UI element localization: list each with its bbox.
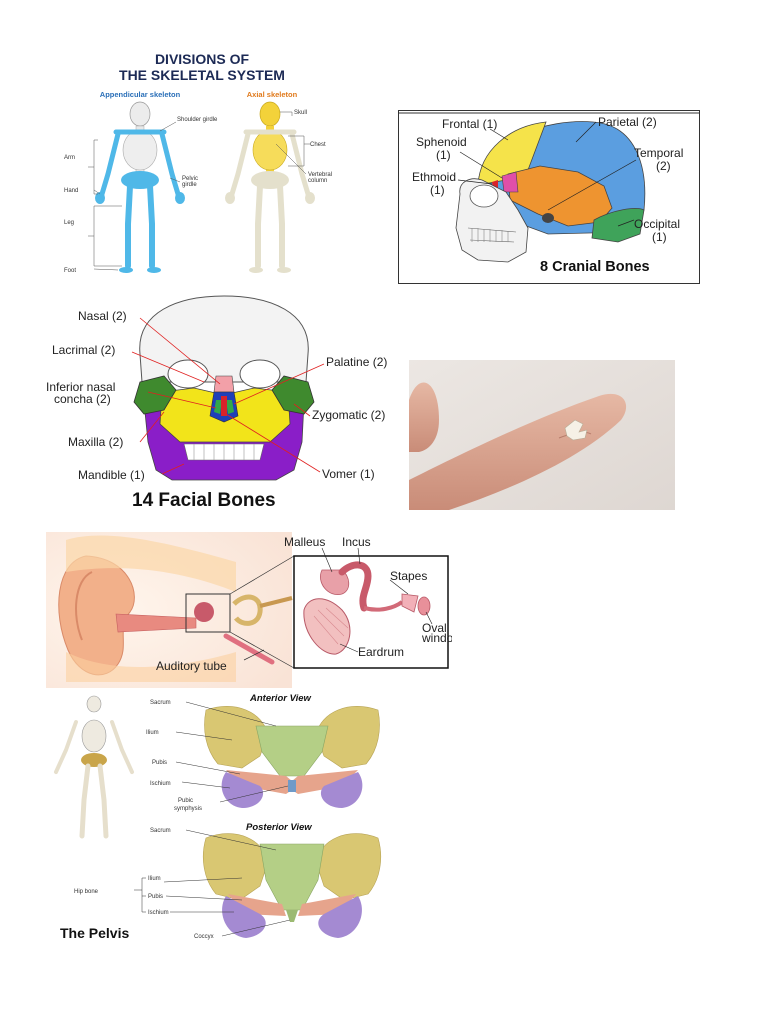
posterior-ischium-label: Ischium [148, 910, 169, 916]
skull-label: Skull [294, 110, 307, 116]
divisions-panel: DIVISIONS OF THE SKELETAL SYSTEM Appendi… [48, 44, 358, 280]
temporal-label-1: Temporal [634, 146, 683, 160]
maxilla-label: Maxilla (2) [68, 435, 123, 449]
pelvic-girdle-label-1: Pelvic [182, 176, 198, 182]
inferior-nasal-label-1: Inferior nasal [46, 380, 115, 394]
sphenoid-label-2: (1) [436, 148, 451, 162]
hand-label: Hand [64, 188, 78, 194]
pubic-symphysis-label-2: symphysis [174, 806, 202, 812]
palatine-label: Palatine (2) [326, 355, 387, 369]
ethmoid-label-1: Ethmoid [412, 170, 456, 184]
axial-heading: Axial skeleton [247, 90, 298, 99]
cranial-diagram: Frontal (1) Parietal (2) Sphenoid (1) Te… [398, 110, 700, 284]
leg-label: Leg [64, 220, 74, 226]
finger-photo [409, 360, 675, 510]
coccyx-label: Coccyx [194, 934, 214, 940]
anterior-leader-lines [175, 701, 289, 803]
divisions-title-line2: THE SKELETAL SYSTEM [119, 67, 285, 83]
ossicles-inset: Malleus Incus Stapes Oval window Eardrum [284, 535, 452, 669]
appendicular-labels [88, 121, 181, 271]
eardrum-label: Eardrum [358, 645, 404, 659]
zygomatic-label: Zygomatic (2) [312, 408, 385, 422]
facial-diagram: Nasal (2) Lacrimal (2) Inferior nasal co… [46, 295, 387, 511]
anterior-pubis-label: Pubis [152, 760, 167, 766]
anterior-sacrum-label: Sacrum [150, 700, 171, 706]
vertebral-label-2: column [308, 178, 327, 184]
shoulder-girdle-label: Shoulder girdle [177, 117, 218, 123]
ear-zoom-lines [229, 555, 295, 669]
pelvis-skeleton [54, 695, 134, 839]
vertebral-label-1: Vertebral [308, 172, 332, 178]
axial-skeleton [225, 101, 315, 273]
mandible-label: Mandible (1) [78, 468, 145, 482]
anterior-pelvis [204, 706, 380, 808]
stapes-label: Stapes [390, 569, 427, 583]
cranial-skull [455, 121, 646, 263]
ear-diagram: Auditory tube Malleus Incus Stapes Oval … [46, 532, 452, 688]
facial-leader-lines [131, 317, 325, 475]
ear-ossicle [564, 419, 588, 441]
posterior-pubis-label: Pubis [148, 894, 163, 900]
pelvis-panel: Anterior View Sacrum Ilium Pubis Ischium… [46, 690, 390, 946]
appendicular-heading: Appendicular skeleton [100, 90, 181, 99]
nasal-label: Nasal (2) [78, 309, 127, 323]
occipital-label-2: (1) [652, 230, 667, 244]
sphenoid-label-1: Sphenoid [416, 135, 467, 149]
incus-label: Incus [342, 535, 371, 549]
posterior-view-title: Posterior View [246, 822, 312, 833]
hip-bone-label: Hip bone [74, 889, 99, 895]
outer-ear [58, 535, 293, 682]
ethmoid-label-2: (1) [430, 183, 445, 197]
finger-illustration [409, 360, 675, 510]
frontal-label: Frontal (1) [442, 117, 497, 131]
foot-label: Foot [64, 268, 76, 274]
pubic-symphysis-label-1: Pubic [178, 798, 193, 804]
ear-panel: Auditory tube Malleus Incus Stapes Oval … [46, 532, 452, 688]
malleus-label: Malleus [284, 535, 325, 549]
pelvis-title: The Pelvis [60, 925, 129, 941]
posterior-leader-lines [134, 829, 291, 937]
cranial-title: 8 Cranial Bones [540, 259, 650, 275]
anterior-ilium-label: Ilium [146, 730, 159, 736]
cranial-leader-lines [457, 121, 637, 227]
axial-labels [275, 111, 310, 175]
temporal-label-2: (2) [656, 159, 671, 173]
facial-title: 14 Facial Bones [132, 490, 276, 511]
occipital-label-1: Occipital [634, 217, 680, 231]
pelvic-girdle-label-2: girdle [182, 182, 197, 188]
pelvis-diagram: Anterior View Sacrum Ilium Pubis Ischium… [54, 693, 381, 941]
vomer-label: Vomer (1) [322, 467, 375, 481]
posterior-ilium-label: Ilium [148, 876, 161, 882]
parietal-label: Parietal (2) [598, 115, 657, 129]
inferior-nasal-label-2: concha (2) [54, 392, 111, 406]
chest-label: Chest [310, 142, 326, 148]
cranial-panel: Frontal (1) Parietal (2) Sphenoid (1) Te… [398, 110, 700, 284]
oval-window-label-2: window [421, 631, 452, 645]
appendicular-skeleton [95, 101, 185, 273]
oval-window-label-1: Oval [422, 621, 447, 635]
lacrimal-label: Lacrimal (2) [52, 343, 115, 357]
facial-skull [133, 295, 315, 481]
facial-panel: Nasal (2) Lacrimal (2) Inferior nasal co… [44, 292, 406, 514]
anterior-view-title: Anterior View [249, 693, 311, 704]
divisions-title-line1: DIVISIONS OF [155, 51, 250, 67]
divisions-diagram: DIVISIONS OF THE SKELETAL SYSTEM Appendi… [64, 51, 332, 274]
arm-label: Arm [64, 155, 75, 161]
posterior-pelvis [203, 833, 381, 938]
posterior-sacrum-label: Sacrum [150, 828, 171, 834]
anterior-ischium-label: Ischium [150, 781, 171, 787]
auditory-tube-label: Auditory tube [156, 659, 227, 673]
